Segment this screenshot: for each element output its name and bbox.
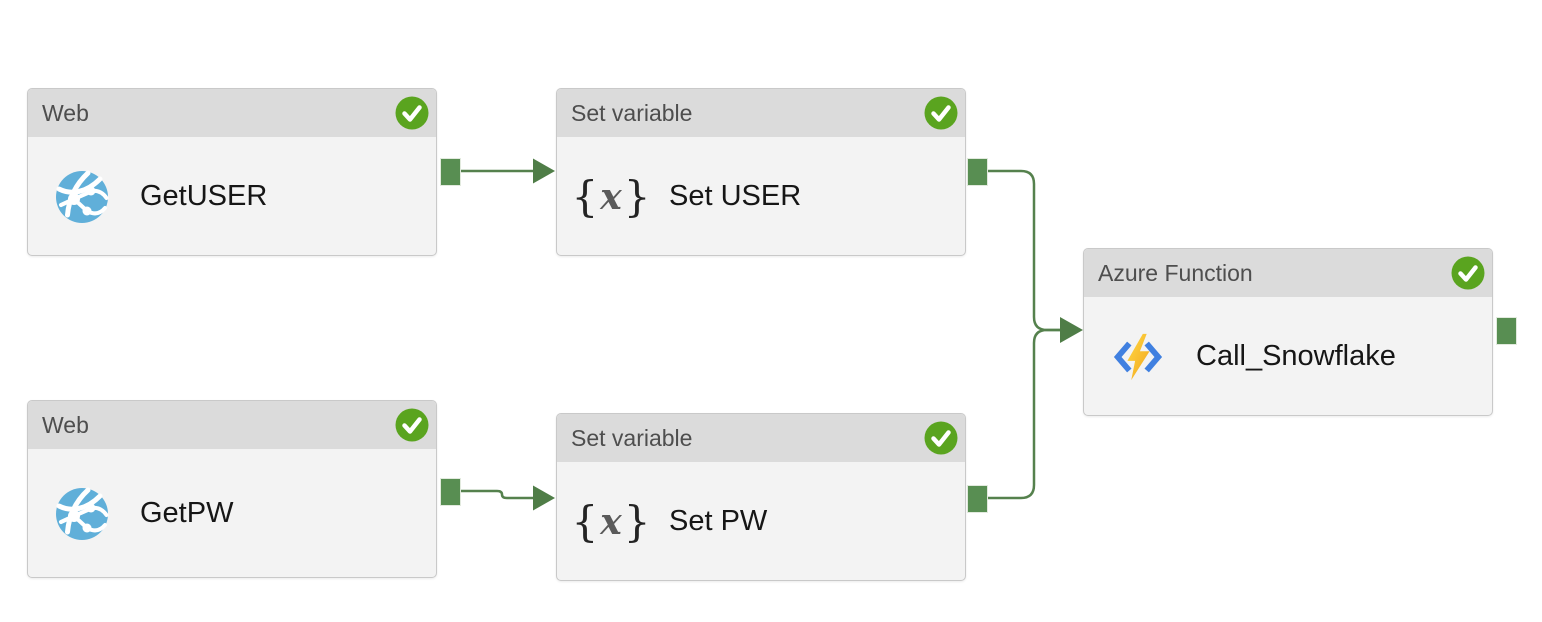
success-check-icon <box>924 96 958 130</box>
node-body: GetUSER <box>28 137 436 255</box>
edge-getpw-setpw <box>459 489 536 500</box>
activity-name: Call_Snowflake <box>1196 340 1396 372</box>
arrowhead-into-setpw <box>533 485 555 511</box>
node-body: GetPW <box>28 449 436 577</box>
output-port-setuser[interactable] <box>967 158 988 186</box>
node-body: {x} Set PW <box>557 462 965 580</box>
activity-node-setuser[interactable]: Set variable {x} Set USER <box>556 88 966 256</box>
node-header: Set variable <box>557 89 965 137</box>
azure-function-icon <box>1110 331 1166 383</box>
activity-type-label: Azure Function <box>1098 259 1253 286</box>
activity-type-label: Set variable <box>571 99 693 126</box>
success-check-icon <box>1451 256 1485 290</box>
activity-name: Set USER <box>669 180 802 212</box>
activity-type-label: Web <box>42 411 89 438</box>
node-body: Call_Snowflake <box>1084 297 1492 415</box>
set-variable-icon: {x} <box>571 171 651 221</box>
set-variable-icon: {x} <box>571 496 651 546</box>
edge-setuser-callsnowflake <box>987 169 1062 332</box>
arrowhead-into-setuser <box>533 158 555 184</box>
activity-node-callsnowflake[interactable]: Azure Function <box>1083 248 1493 416</box>
node-header: Web <box>28 401 436 449</box>
output-port-setpw[interactable] <box>967 485 988 513</box>
arrowhead-into-callsnowflake <box>1060 317 1083 343</box>
node-body: {x} Set USER <box>557 137 965 255</box>
web-activity-icon <box>54 487 110 541</box>
node-header: Azure Function <box>1084 249 1492 297</box>
output-port-getpw[interactable] <box>440 478 461 506</box>
web-activity-icon <box>54 170 110 224</box>
activity-name: GetUSER <box>140 180 268 212</box>
activity-name: Set PW <box>669 505 768 537</box>
activity-name: GetPW <box>140 497 234 529</box>
node-header: Web <box>28 89 436 137</box>
activity-type-label: Set variable <box>571 424 693 451</box>
activity-node-setpw[interactable]: Set variable {x} Set PW <box>556 413 966 581</box>
activity-node-getuser[interactable]: Web <box>27 88 437 256</box>
output-port-getuser[interactable] <box>440 158 461 186</box>
output-port-callsnowflake[interactable] <box>1496 317 1517 345</box>
success-check-icon <box>395 96 429 130</box>
activity-type-label: Web <box>42 99 89 126</box>
success-check-icon <box>924 421 958 455</box>
success-check-icon <box>395 408 429 442</box>
node-header: Set variable <box>557 414 965 462</box>
edge-setpw-callsnowflake <box>986 328 1062 500</box>
activity-node-getpw[interactable]: Web <box>27 400 437 578</box>
